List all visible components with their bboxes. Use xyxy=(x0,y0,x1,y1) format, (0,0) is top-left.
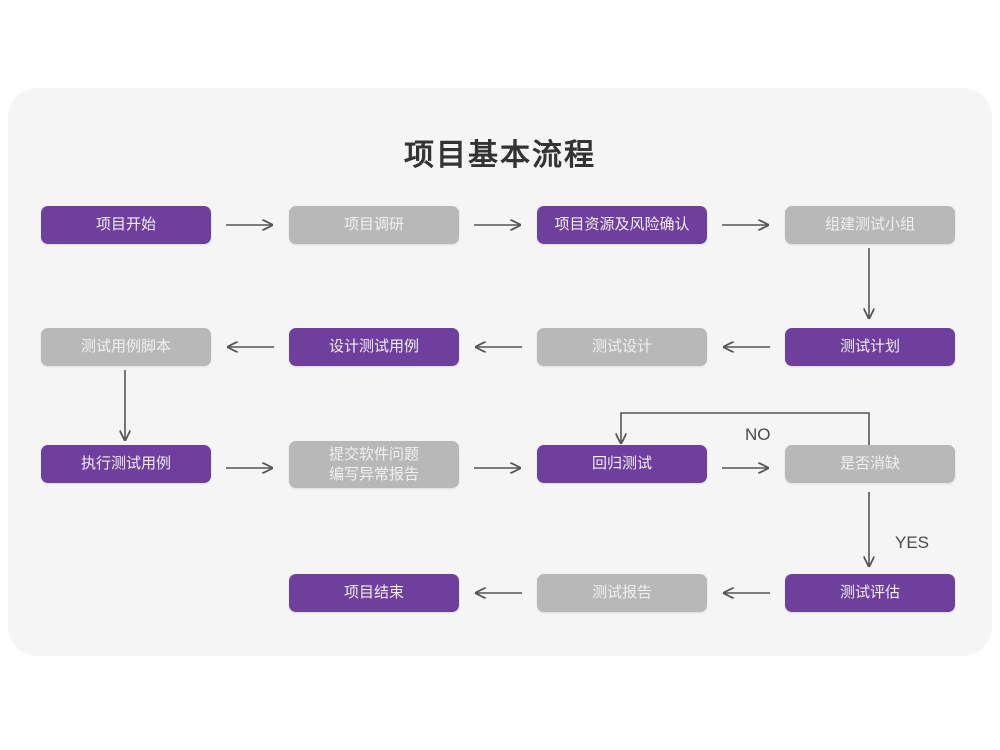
edge-label-yes: YES xyxy=(895,533,930,552)
node-n8[interactable]: 测试计划 xyxy=(785,328,955,366)
diagram-card xyxy=(8,88,992,656)
node-n11[interactable]: 回归测试 xyxy=(537,445,707,483)
edge-label-no: NO xyxy=(745,425,771,444)
node-n12[interactable]: 是否消缺 xyxy=(785,445,955,483)
node-n14[interactable]: 测试报告 xyxy=(537,574,707,612)
node-n3[interactable]: 项目资源及风险确认 xyxy=(537,206,707,244)
node-n6[interactable]: 设计测试用例 xyxy=(289,328,459,366)
node-n2[interactable]: 项目调研 xyxy=(289,206,459,244)
page-title: 项目基本流程 xyxy=(404,139,596,172)
node-n15[interactable]: 测试评估 xyxy=(785,574,955,612)
node-n4[interactable]: 组建测试小组 xyxy=(785,206,955,244)
node-n5[interactable]: 测试用例脚本 xyxy=(41,328,211,366)
node-n9[interactable]: 执行测试用例 xyxy=(41,445,211,483)
node-n13[interactable]: 项目结束 xyxy=(289,574,459,612)
node-n1[interactable]: 项目开始 xyxy=(41,206,211,244)
node-n7[interactable]: 测试设计 xyxy=(537,328,707,366)
node-n10[interactable]: 提交软件问题 编写异常报告 xyxy=(289,441,459,488)
